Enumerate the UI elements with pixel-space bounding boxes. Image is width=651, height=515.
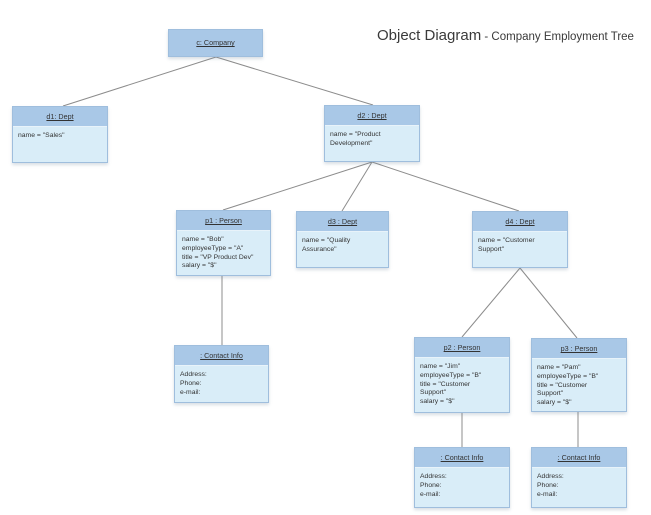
object-node-p3-attributes: name = "Pam" employeeType = "B" title = … [532,359,626,408]
object-node-d2-dept[interactable]: d2 : Dept name = "Product Development" [324,105,420,162]
attribute-line: title = "Customer Support" [420,380,471,397]
attribute-line: salary = "$" [420,398,455,406]
object-node-contact-info-attributes: Address: Phone: e-mail: [415,468,509,499]
attribute-line: title = "VP Product Dev" [182,253,254,261]
attribute-line: Phone: [537,481,559,489]
attribute-line: name = "Pam" [537,364,581,371]
edge-d2-d3 [341,161,373,212]
attribute-line: e-mail: [180,388,201,396]
object-node-contact-info-header: : Contact Info [175,346,268,366]
edge-d2-d4 [371,161,520,212]
attribute-line: Address: [537,473,564,480]
object-node-d2-header: d2 : Dept [325,106,419,126]
attribute-line: name = "Quality Assurance" [302,237,351,253]
attribute-line: title = "Customer Support" [537,381,588,398]
object-node-p1-attributes: name = "Bob" employeeType = "A" title = … [177,231,270,271]
attribute-line: name = "Bob" [182,236,224,243]
attribute-line: salary = "$" [182,262,217,270]
object-node-d1-header: d1: Dept [13,107,107,127]
object-node-d4-attributes: name = "Customer Support" [473,232,567,255]
object-node-d3-attributes: name = "Quality Assurance" [297,232,388,255]
object-node-contact-info-p1[interactable]: : Contact Info Address: Phone: e-mail: [174,345,269,403]
attribute-line: Address: [180,371,207,378]
object-node-d4-header: d4 : Dept [473,212,567,232]
attribute-line: e-mail: [420,490,441,498]
attribute-line: Phone: [420,481,442,489]
object-node-p3-header: p3 : Person [532,339,626,359]
object-node-p3-person[interactable]: p3 : Person name = "Pam" employeeType = … [531,338,627,412]
object-node-company-header: c: Company [169,30,262,56]
diagram-title-main: Object Diagram [377,27,482,44]
object-node-d1-dept[interactable]: d1: Dept name = "Sales" [12,106,108,163]
attribute-line: name = "Product Development" [330,131,381,147]
edge-d2-p1 [222,161,373,211]
edge-d4-p3 [519,267,578,339]
edge-company-d2 [215,56,374,106]
diagram-title-sub: - Company Employment Tree [481,31,634,43]
attribute-line: name = "Sales" [18,132,65,139]
object-node-p1-person[interactable]: p1 : Person name = "Bob" employeeType = … [176,210,271,276]
attribute-line: salary = "$" [537,399,572,407]
object-node-p1-header: p1 : Person [177,211,270,231]
object-node-contact-info-header: : Contact Info [415,448,509,468]
object-node-contact-info-attributes: Address: Phone: e-mail: [175,366,268,397]
object-node-contact-info-p3[interactable]: : Contact Info Address: Phone: e-mail: [531,447,627,508]
attribute-line: employeeType = "A" [182,244,244,252]
object-node-d1-attributes: name = "Sales" [13,127,107,141]
object-node-d4-dept[interactable]: d4 : Dept name = "Customer Support" [472,211,568,268]
attribute-line: name = "Customer Support" [478,237,535,253]
attribute-line: employeeType = "B" [537,372,599,380]
object-node-d3-dept[interactable]: d3 : Dept name = "Quality Assurance" [296,211,389,268]
object-node-p2-attributes: name = "Jim" employeeType = "B" title = … [415,358,509,407]
object-node-d3-header: d3 : Dept [297,212,388,232]
object-node-contact-info-attributes: Address: Phone: e-mail: [532,468,626,499]
object-node-p2-header: p2 : Person [415,338,509,358]
object-node-contact-info-p2[interactable]: : Contact Info Address: Phone: e-mail: [414,447,510,508]
edge-d4-p2 [461,267,521,338]
object-node-d2-attributes: name = "Product Development" [325,126,419,149]
diagram-title: Object Diagram - Company Employment Tree [377,27,634,45]
edge-company-d1 [62,56,217,107]
attribute-line: Address: [420,473,447,480]
attribute-line: employeeType = "B" [420,371,482,379]
object-node-p2-person[interactable]: p2 : Person name = "Jim" employeeType = … [414,337,510,413]
attribute-line: e-mail: [537,490,558,498]
attribute-line: Phone: [180,379,202,387]
object-node-company[interactable]: c: Company [168,29,263,57]
object-node-contact-info-header: : Contact Info [532,448,626,468]
attribute-line: name = "Jim" [420,363,461,370]
